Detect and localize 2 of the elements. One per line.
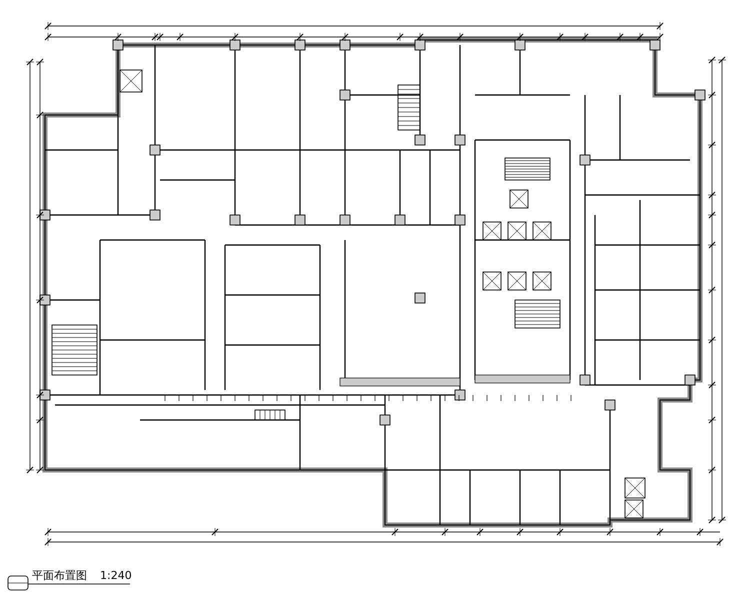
drawing-title: 平面布置图 [32,569,87,582]
scale-label: 1:240 [100,569,132,582]
